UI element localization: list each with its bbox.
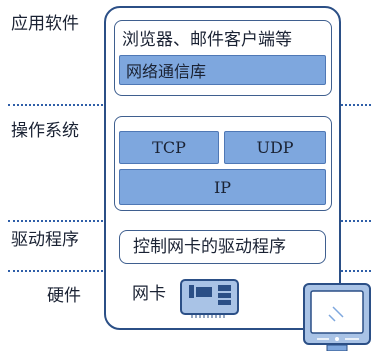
tcp-block: TCP — [119, 131, 219, 164]
ip-block: IP — [119, 169, 326, 205]
driver-label: 控制网卡的驱动程序 — [133, 237, 286, 257]
network-card-icon — [180, 279, 239, 318]
tcp-label: TCP — [152, 138, 186, 157]
network-library-block: 网络通信库 — [119, 55, 326, 85]
layer-label-hardware: 硬件 — [47, 286, 81, 306]
network-library-label: 网络通信库 — [126, 62, 207, 81]
driver-box: 控制网卡的驱动程序 — [119, 230, 326, 264]
udp-block: UDP — [224, 131, 326, 164]
apps-label: 浏览器、邮件客户端等 — [122, 30, 292, 50]
computer-monitor-icon — [303, 283, 371, 351]
layer-label-os: 操作系统 — [11, 121, 79, 141]
udp-label: UDP — [256, 138, 294, 157]
nic-label: 网卡 — [132, 284, 166, 304]
ip-label: IP — [213, 177, 232, 197]
layer-label-driver: 驱动程序 — [11, 230, 79, 250]
layer-label-application: 应用软件 — [11, 14, 79, 34]
